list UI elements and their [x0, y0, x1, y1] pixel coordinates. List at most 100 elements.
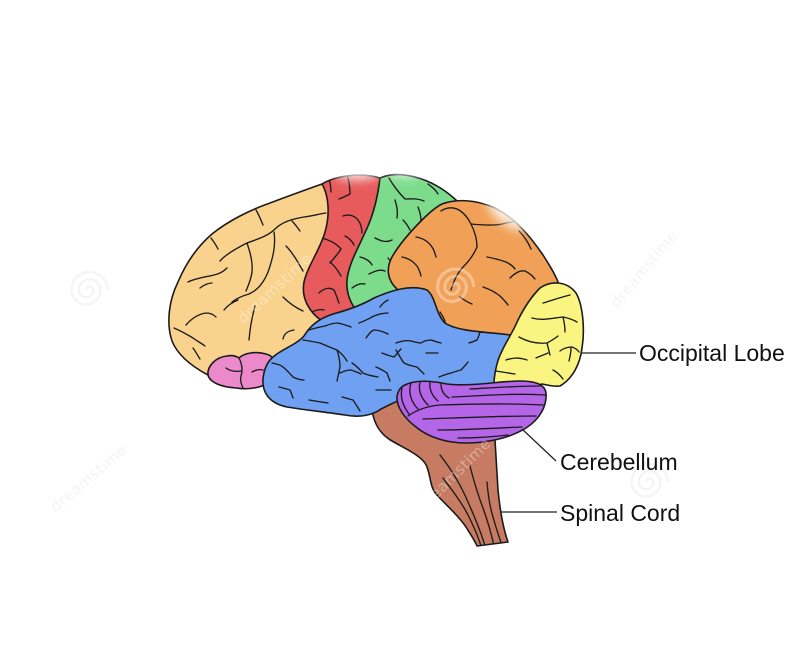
sulcus-line	[495, 370, 516, 375]
sulcus-line	[402, 219, 411, 231]
striation-line	[442, 477, 482, 546]
temporal-lobe-sulci	[271, 299, 481, 412]
sulcus-line	[546, 342, 551, 356]
watermark-spiral-icon	[436, 267, 476, 303]
sulcus-line	[394, 199, 399, 219]
highlight-glow	[333, 162, 381, 180]
sulcus-line	[459, 296, 473, 305]
sulcus-line	[482, 286, 509, 306]
sulcus-line	[199, 282, 213, 289]
sulcus-line	[395, 339, 442, 344]
occipital-lobe-sulci	[495, 294, 580, 380]
highlight-glow	[487, 197, 527, 231]
occipital-lobe-label: Occipital Lobe	[639, 340, 785, 366]
sulcus-line	[342, 214, 363, 234]
sulcus-line	[509, 270, 536, 280]
striation-line	[469, 465, 495, 546]
folia-line	[440, 383, 450, 399]
sulcus-line	[341, 396, 361, 412]
top-highlight	[333, 162, 527, 231]
sulcus-line	[255, 209, 264, 226]
sulcus-line	[505, 357, 528, 361]
cerebellum-label: Cerebellum	[560, 449, 678, 475]
striation-line	[486, 481, 503, 546]
folia-line	[451, 393, 546, 398]
watermark-spiral-icon	[70, 270, 109, 306]
sulcus-line	[542, 294, 571, 304]
sulcus-line	[417, 206, 422, 222]
cerebellum-folia	[400, 381, 546, 439]
spinal-cord-label: Spinal Cord	[560, 500, 680, 526]
folia-line	[400, 387, 410, 415]
sulcus-line	[388, 177, 425, 202]
sulcus-line	[278, 386, 294, 399]
striation-line	[439, 454, 486, 546]
sulcus-line	[219, 212, 327, 262]
watermark-text: dreamstime	[47, 441, 131, 516]
olfactory-region-sulci	[225, 357, 264, 389]
sulcus-line	[368, 269, 386, 275]
spinal-cord-striations	[439, 454, 503, 546]
highlight-glow	[387, 165, 423, 177]
sulcus-line	[381, 348, 402, 358]
folia-line	[422, 415, 537, 420]
sulcus-line	[338, 175, 351, 200]
sulcus-line	[358, 312, 389, 324]
sulcus-line	[401, 256, 422, 277]
sulcus-line	[395, 349, 425, 375]
sulcus-line	[375, 366, 391, 382]
sulcus-line	[223, 299, 239, 311]
sulcus-line	[552, 369, 564, 380]
sulcus-line	[225, 367, 242, 373]
sulcus-line	[248, 305, 256, 341]
sulcus-line	[308, 322, 352, 331]
sulcus-line	[173, 327, 206, 347]
sulcus-line	[251, 368, 264, 373]
folia-line	[469, 385, 541, 390]
sensory-cortex-sulci	[351, 177, 439, 289]
sulcus-line	[238, 357, 244, 389]
sulcus-line	[245, 242, 253, 292]
sulcus-line	[321, 237, 342, 264]
sulcus-line	[427, 183, 439, 195]
sulcus-line	[291, 220, 301, 232]
parietal-lobe-sulci	[401, 207, 536, 329]
sulcus-line	[282, 329, 295, 340]
folia-line	[457, 434, 509, 439]
sulcus-line	[440, 207, 478, 291]
frontal-lobe-sulci	[173, 209, 327, 360]
sulcus-line	[210, 237, 219, 250]
folia-line	[429, 381, 439, 402]
watermark-text: dreamstime	[607, 227, 682, 311]
sulcus-line	[282, 296, 304, 312]
sulcus-line	[535, 352, 549, 359]
folia-line	[418, 381, 429, 406]
motor-cortex-sulci	[311, 175, 363, 313]
labels: Occipital Lobe Cerebellum Spinal Cord	[501, 340, 785, 526]
sulcus-line	[344, 235, 355, 246]
frontal-lobe	[168, 183, 339, 376]
sulcus-line	[187, 267, 228, 283]
sulcus-line	[308, 399, 329, 404]
sulcus-line	[359, 256, 373, 266]
folia-line	[437, 426, 523, 431]
sulcus-line	[438, 361, 469, 378]
brain	[168, 162, 585, 547]
sulcus-line	[568, 347, 572, 362]
sulcus-line	[518, 230, 532, 250]
sulcus-line	[468, 331, 481, 344]
sulcus-line	[365, 329, 389, 339]
sulcus-line	[336, 349, 341, 382]
sulcus-line	[374, 237, 393, 243]
sulcus-line	[271, 362, 305, 381]
cerebellum-leader-line	[521, 428, 557, 462]
sulcus-line	[185, 312, 217, 326]
sulcus-line	[302, 339, 348, 362]
sulcus-line	[415, 236, 437, 258]
sulcus-line	[486, 256, 516, 270]
sulcus-line	[351, 362, 379, 378]
sulcus-line	[311, 308, 325, 313]
sulcus-line	[559, 346, 580, 353]
sulcus-line	[351, 283, 366, 289]
